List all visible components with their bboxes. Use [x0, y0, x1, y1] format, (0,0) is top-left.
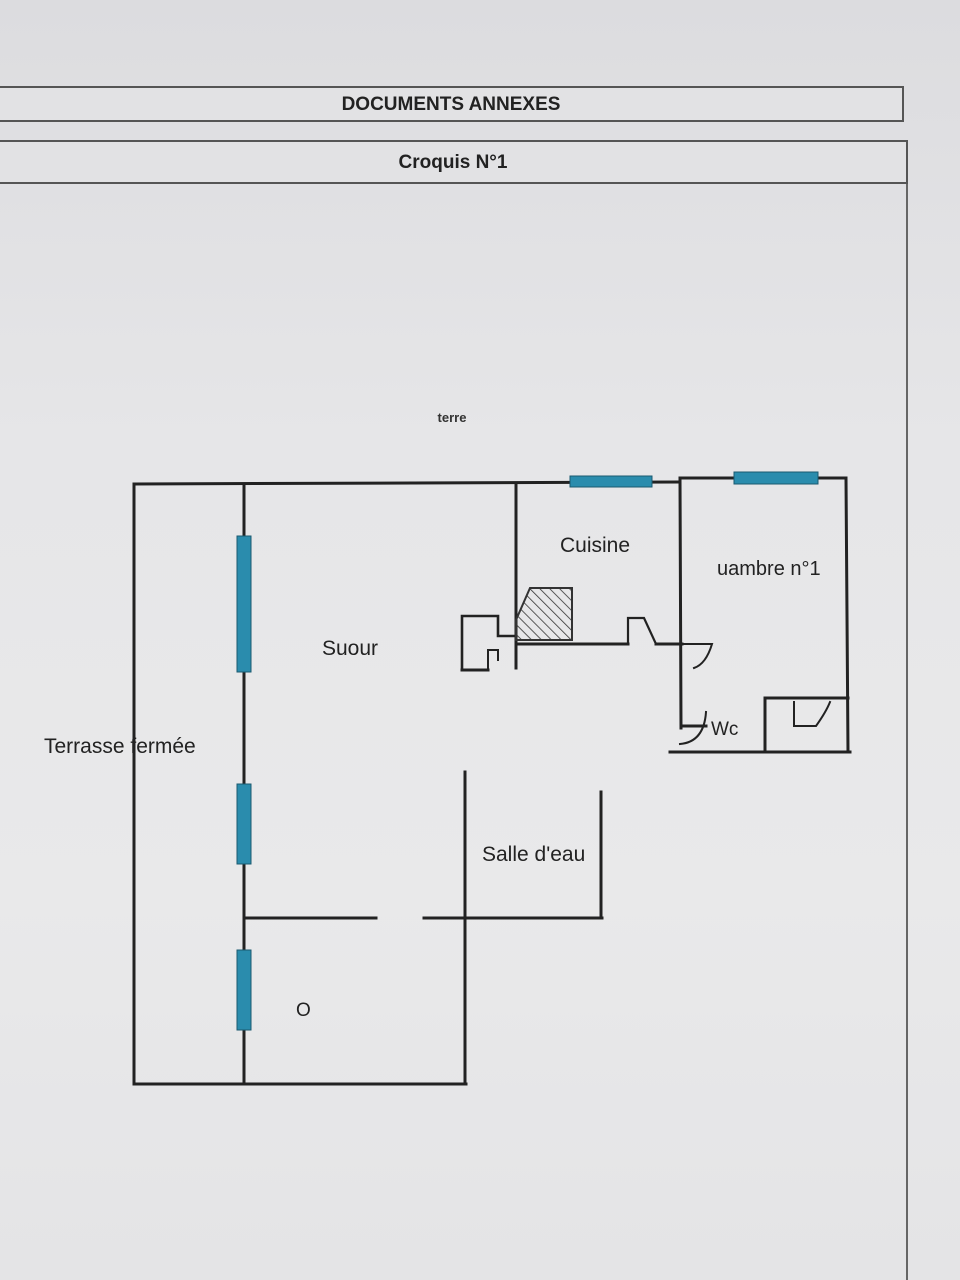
label-salle-eau: Salle d'eau [482, 843, 585, 866]
window-left-3 [236, 949, 252, 1031]
label-circle-mark: O [296, 1000, 311, 1021]
frame-right-border [906, 184, 908, 1280]
sketch-title-box: Croquis N°1 [0, 140, 908, 184]
section-title-box: DOCUMENTS ANNEXES [0, 86, 904, 122]
window-top-kitchen [569, 475, 653, 488]
wall-bedroom-right [844, 476, 850, 754]
wall-bedroom-left [678, 476, 683, 730]
kitchen-door-step [626, 616, 658, 646]
cupboard-outline [763, 696, 850, 754]
label-wc: Wc [711, 719, 738, 740]
window-left-2 [236, 783, 252, 865]
wc-door-arc [678, 710, 708, 746]
niche-door [487, 649, 499, 669]
section-title: DOCUMENTS ANNEXES [341, 94, 561, 115]
window-left-1 [236, 535, 252, 673]
label-sejour: Suour [322, 637, 378, 660]
sketch-title: Croquis N°1 [398, 152, 508, 173]
plan-top-label: terre [438, 410, 467, 425]
cupboard-door [793, 700, 832, 727]
bedroom-door-arc [681, 643, 714, 670]
label-chambre: uambre n°1 [717, 558, 821, 580]
windows [236, 471, 819, 1031]
stair-hatch [515, 587, 573, 641]
label-terrasse: Terrasse fermée [44, 735, 196, 758]
label-cuisine: Cuisine [560, 534, 630, 557]
window-top-bedroom [733, 471, 819, 485]
niche-outline [460, 614, 518, 670]
